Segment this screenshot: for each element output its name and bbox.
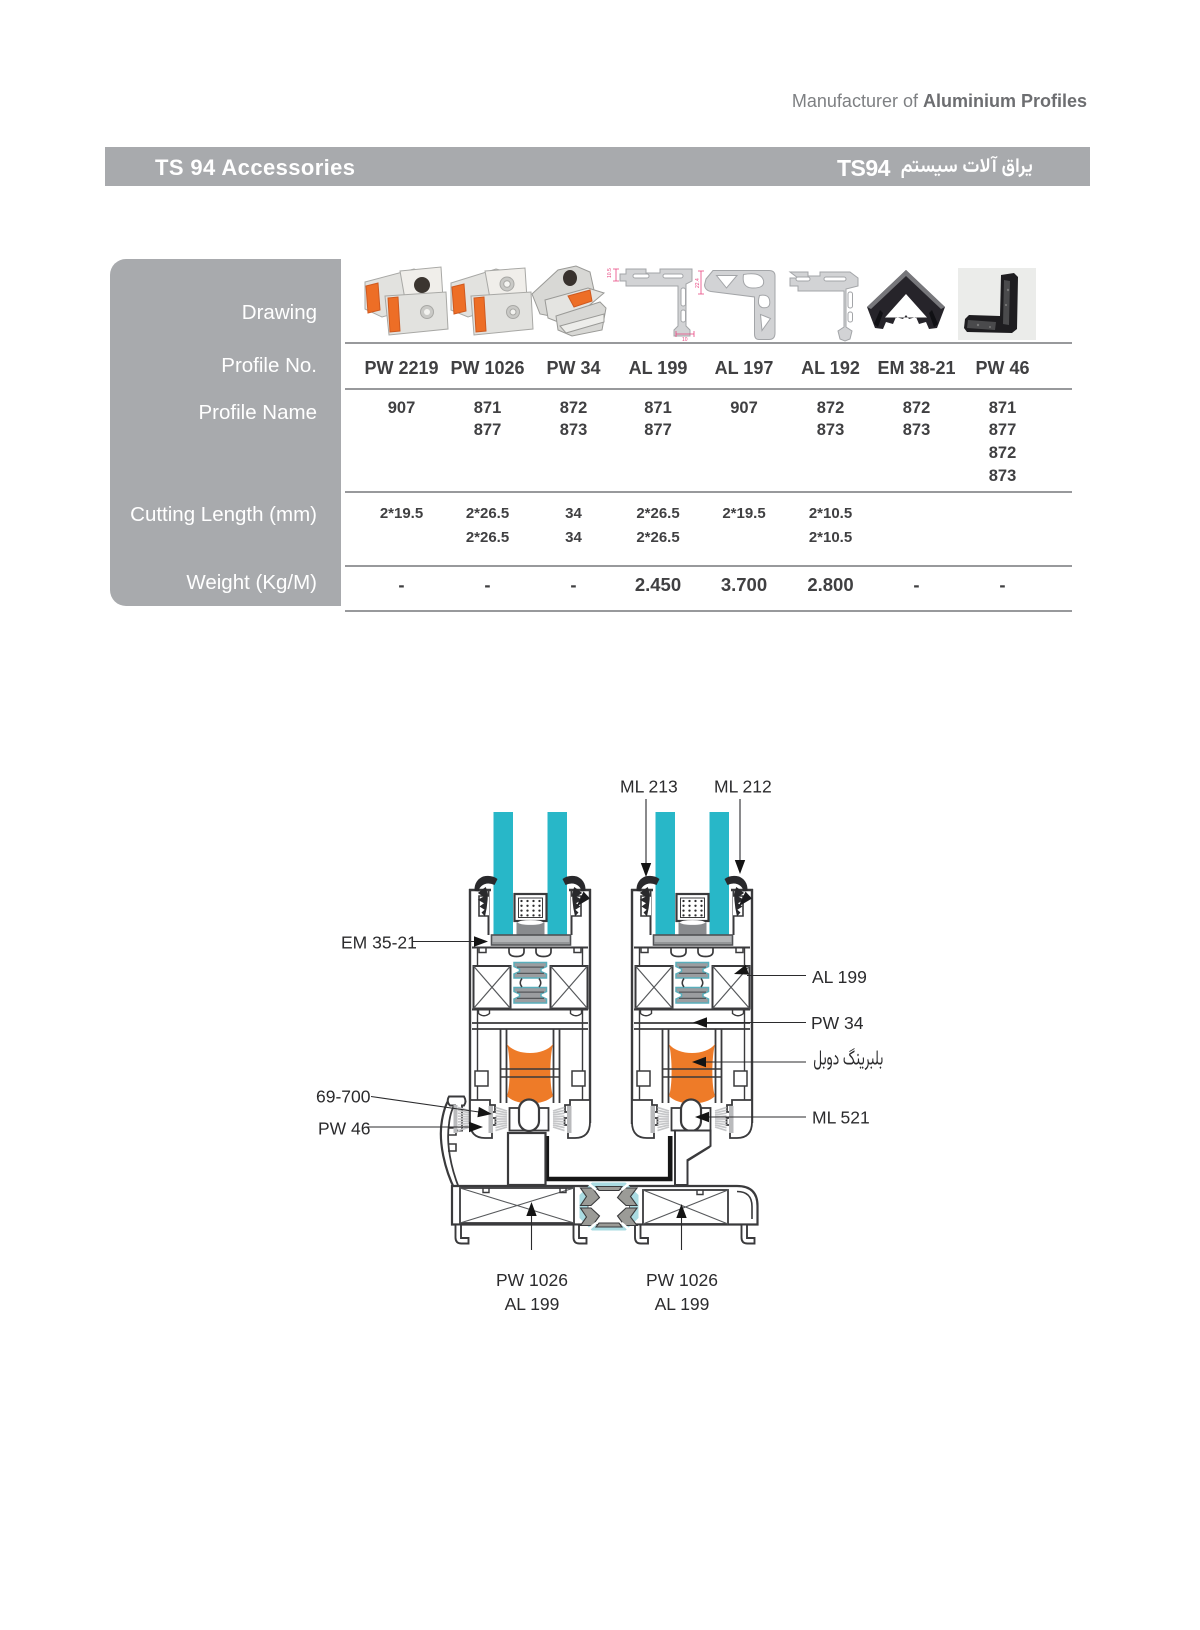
svg-text:PW 1026: PW 1026 xyxy=(646,1270,718,1290)
svg-text:PW 34: PW 34 xyxy=(811,1013,864,1033)
svg-text:ML 521: ML 521 xyxy=(812,1108,870,1128)
svg-text:ML 213: ML 213 xyxy=(620,777,678,797)
svg-text:AL 199: AL 199 xyxy=(505,1294,560,1314)
svg-text:AL 199: AL 199 xyxy=(812,967,867,987)
svg-text:69-700: 69-700 xyxy=(316,1087,371,1107)
svg-text:EM 35-21: EM 35-21 xyxy=(341,933,417,953)
svg-text:ML 212: ML 212 xyxy=(714,777,772,797)
svg-text:AL 199: AL 199 xyxy=(655,1294,710,1314)
svg-text:22.4: 22.4 xyxy=(695,278,701,288)
svg-text:10.5: 10.5 xyxy=(607,268,613,278)
svg-text:PW 1026: PW 1026 xyxy=(496,1270,568,1290)
svg-text:PW 46: PW 46 xyxy=(318,1119,371,1139)
svg-text:10: 10 xyxy=(682,337,688,343)
